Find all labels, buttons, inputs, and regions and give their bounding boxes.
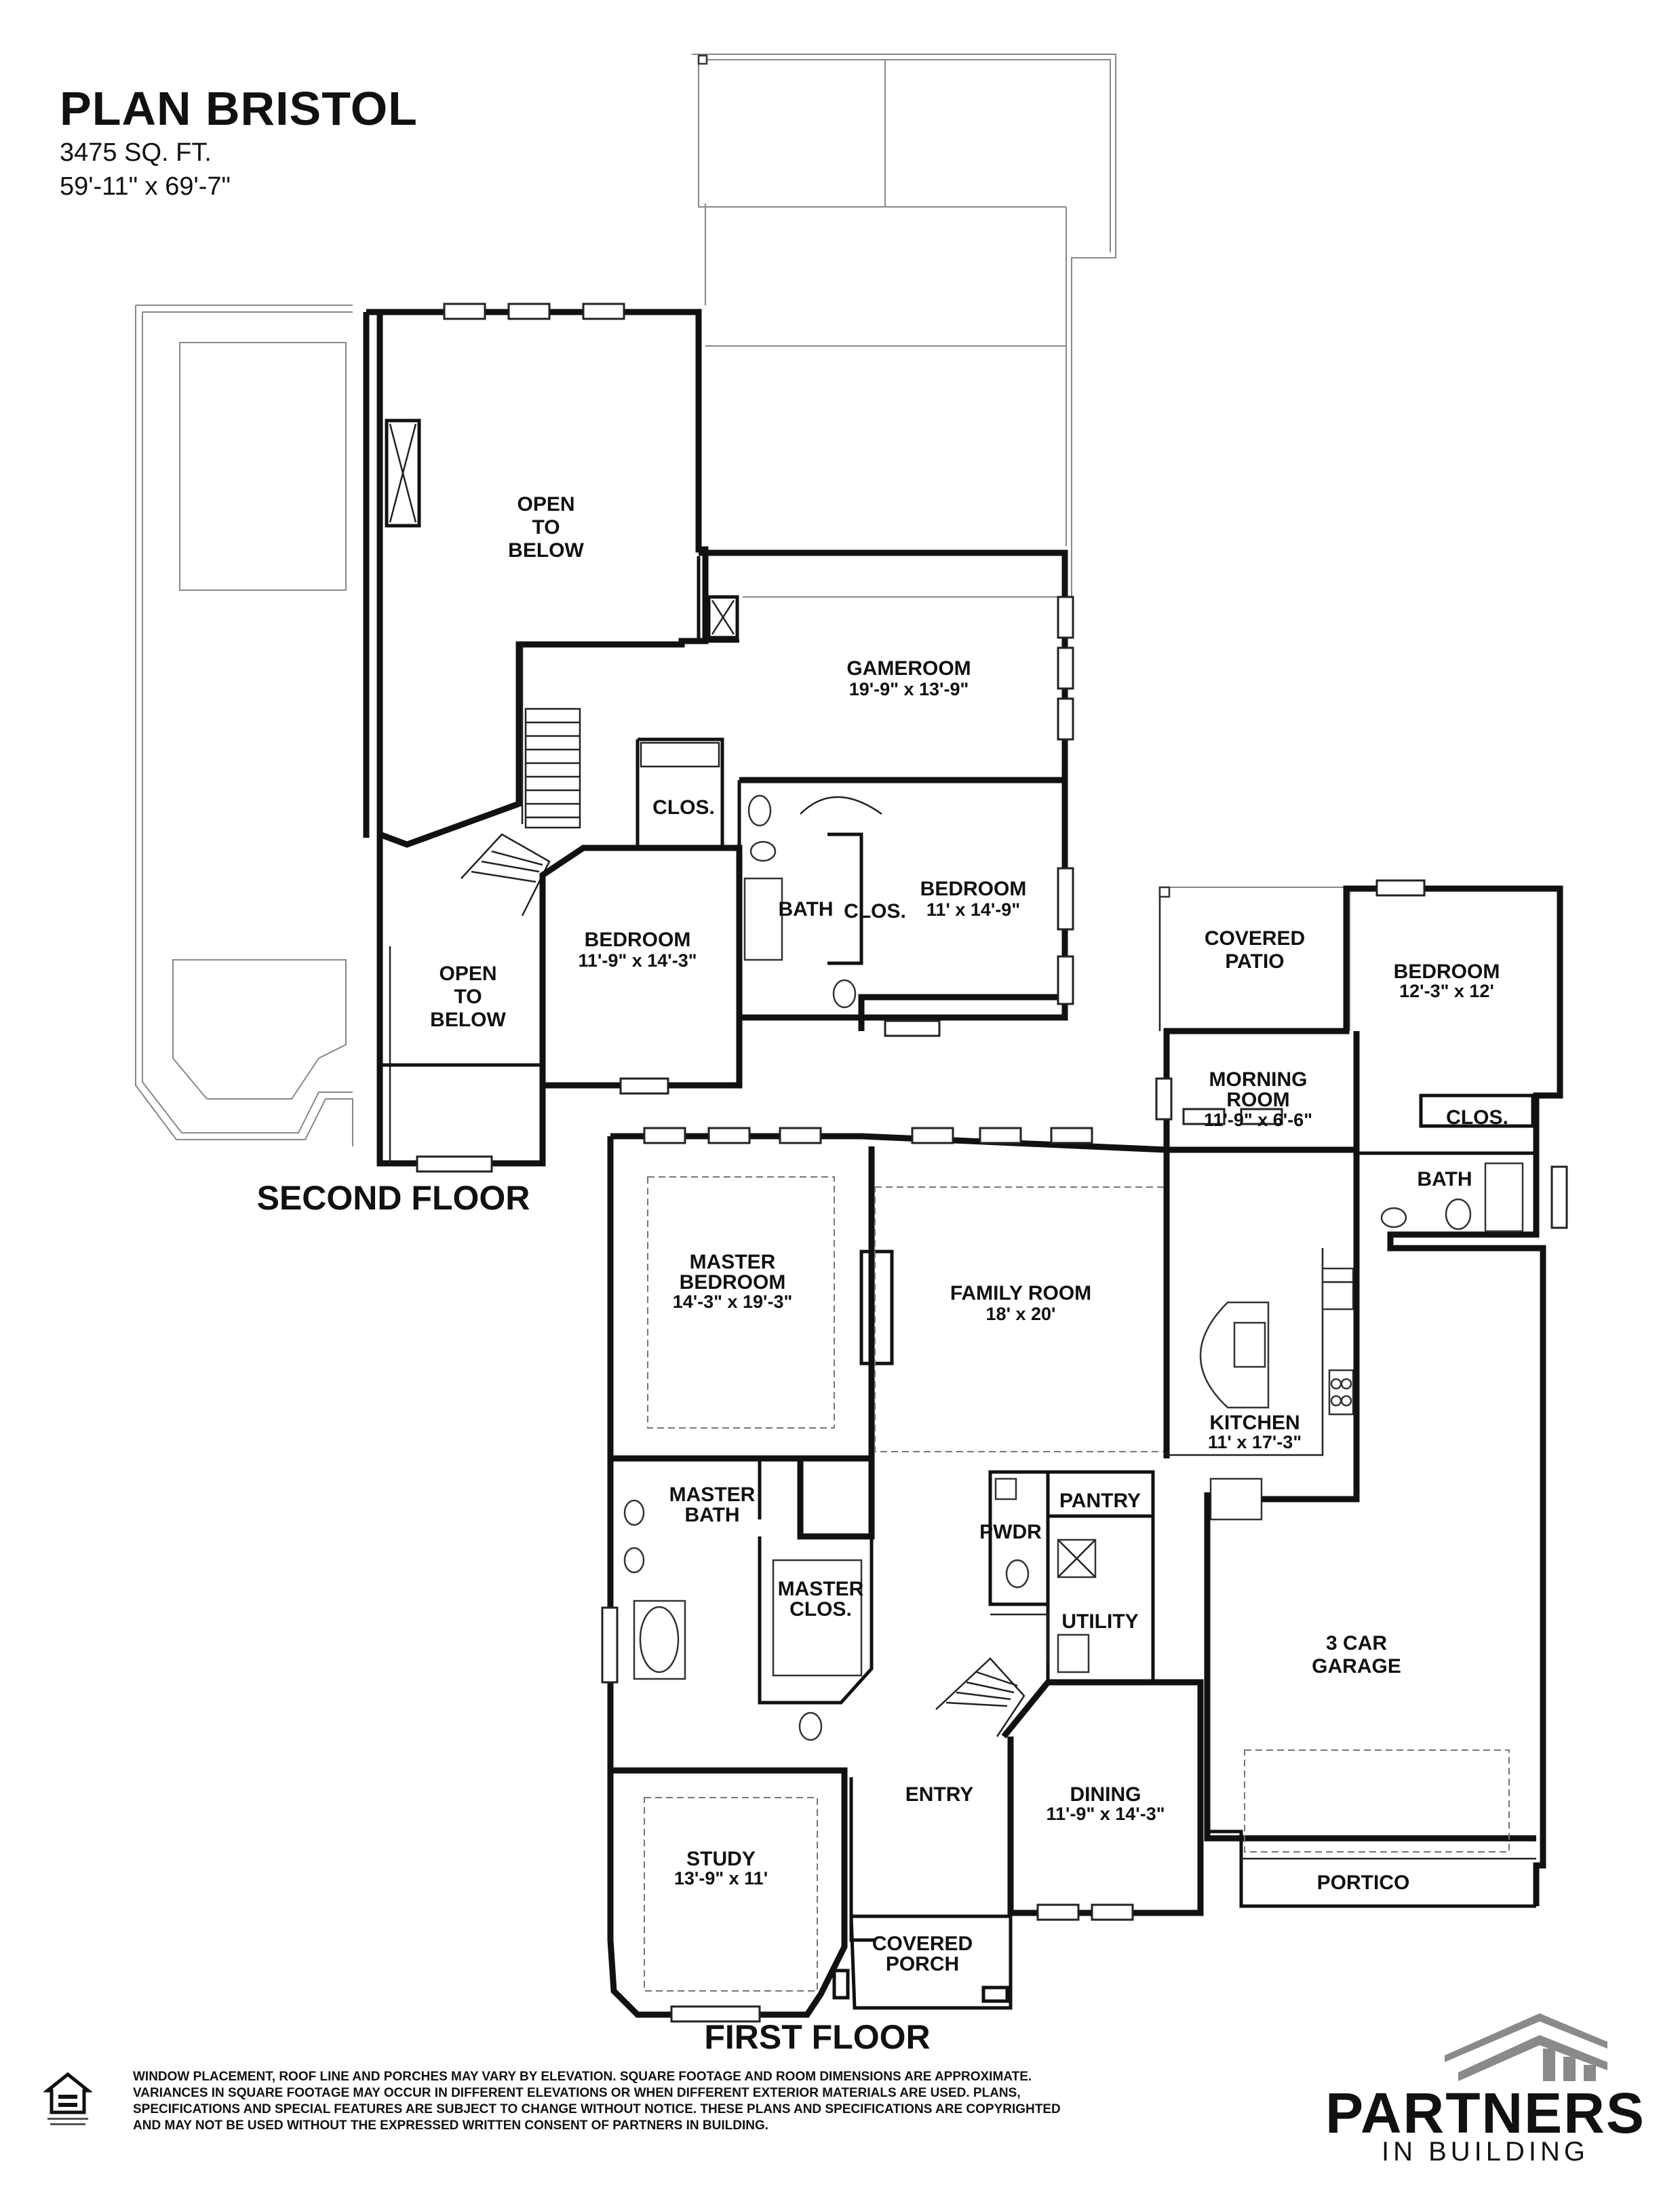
plan-header: PLAN BRISTOL 3475 SQ. FT. 59'-11" x 69'-… bbox=[60, 81, 418, 204]
partners-wordmark: PARTNERS bbox=[1325, 2081, 1645, 2145]
bath-second: BATH bbox=[778, 898, 833, 921]
bedroom-left-size: 11'-9" x 14'-3" bbox=[578, 950, 697, 971]
master-bath-line2: BATH bbox=[684, 1504, 739, 1526]
open-to-below-bottom-line3: BELOW bbox=[430, 1009, 506, 1031]
open-to-below-top-line3: BELOW bbox=[508, 539, 584, 562]
garage-line2: GARAGE bbox=[1312, 1655, 1401, 1678]
clos-first: CLOS. bbox=[1446, 1106, 1508, 1129]
partners-roof-logo-icon bbox=[1445, 2013, 1607, 2081]
covered-patio-line1: COVERED bbox=[1205, 927, 1305, 950]
study-name: STUDY bbox=[686, 1848, 756, 1870]
pwdr-label: PWDR bbox=[979, 1521, 1042, 1543]
family-room-name: FAMILY ROOM bbox=[950, 1282, 1091, 1304]
clos-right: CLOS. bbox=[844, 900, 906, 923]
master-clos-line1: MASTER bbox=[778, 1578, 864, 1600]
equal-housing-icon bbox=[42, 2069, 94, 2130]
open-to-below-bottom-line1: OPEN bbox=[439, 963, 496, 985]
disclaimer-text: WINDOW PLACEMENT, ROOF LINE AND PORCHES … bbox=[133, 2069, 1286, 2134]
open-to-below-bottom-line2: TO bbox=[454, 986, 482, 1008]
disclaimer-line-1: WINDOW PLACEMENT, ROOF LINE AND PORCHES … bbox=[133, 2070, 1032, 2084]
first-floor-title: FIRST FLOOR bbox=[704, 2018, 930, 2056]
disclaimer-line-3: SPECIFICATIONS AND SPECIAL FEATURES ARE … bbox=[133, 2102, 1061, 2116]
gameroom-name: GAMEROOM bbox=[846, 657, 971, 680]
bath-first: BATH bbox=[1417, 1168, 1472, 1190]
utility-label: UTILITY bbox=[1061, 1610, 1138, 1633]
open-to-below-top-line1: OPEN bbox=[517, 493, 574, 516]
clos-left: CLOS. bbox=[652, 796, 715, 819]
kitchen-size: 11' x 17'-3" bbox=[1208, 1432, 1302, 1452]
morning-room-line1: MORNING bbox=[1209, 1068, 1308, 1091]
master-bath-line1: MASTER bbox=[669, 1484, 756, 1506]
disclaimer-line-4: AND MAY NOT BE USED WITHOUT THE EXPRESSE… bbox=[133, 2118, 769, 2133]
open-to-below-top-line2: TO bbox=[532, 516, 560, 539]
master-bedroom-line2: BEDROOM bbox=[680, 1271, 786, 1294]
bedroom-right-size: 11' x 14'-9" bbox=[926, 899, 1020, 920]
dining-size: 11'-9" x 14'-3" bbox=[1046, 1804, 1165, 1824]
first-floor-labels: COVERED PATIO BEDROOM 12'-3" x 12' MORNI… bbox=[669, 927, 1508, 2056]
partners-logo: PARTNERS IN BUILDING bbox=[1323, 2008, 1648, 2167]
second-floor-plan bbox=[135, 54, 1116, 1173]
gameroom-size: 19'-9" x 13'-9" bbox=[849, 679, 969, 699]
pantry-label: PANTRY bbox=[1059, 1490, 1141, 1512]
morning-room-line2: ROOM bbox=[1226, 1089, 1289, 1111]
master-clos-line2: CLOS. bbox=[789, 1598, 852, 1621]
covered-porch-line2: PORCH bbox=[886, 1953, 959, 1975]
first-floor-plan bbox=[601, 879, 1568, 2023]
disclaimer-line-2: VARIANCES IN SQUARE FOOTAGE MAY OCCUR IN… bbox=[133, 2086, 1021, 2100]
overall-dimensions: 59'-11" x 69'-7" bbox=[60, 172, 231, 201]
bedroom-left-name: BEDROOM bbox=[585, 929, 691, 951]
bedroom-first-name: BEDROOM bbox=[1394, 961, 1500, 983]
plan-title: PLAN BRISTOL bbox=[60, 82, 418, 135]
dining-name: DINING bbox=[1070, 1783, 1141, 1806]
morning-room-size: 11'-9" x 6'-6" bbox=[1204, 1110, 1312, 1130]
covered-porch-line1: COVERED bbox=[872, 1933, 973, 1955]
kitchen-name: KITCHEN bbox=[1209, 1412, 1300, 1434]
second-floor-title: SECOND FLOOR bbox=[257, 1179, 530, 1217]
square-footage: 3475 SQ. FT. bbox=[60, 138, 212, 167]
second-floor-labels: OPEN TO BELOW GAMEROOM 19'-9" x 13'-9" C… bbox=[257, 493, 1027, 1217]
bedroom-right-name: BEDROOM bbox=[920, 878, 1027, 900]
entry-label: ENTRY bbox=[905, 1783, 974, 1806]
portico-label: PORTICO bbox=[1317, 1872, 1410, 1894]
covered-patio-line2: PATIO bbox=[1225, 950, 1284, 973]
bedroom-first-size: 12'-3" x 12' bbox=[1399, 981, 1494, 1001]
master-bedroom-line1: MASTER bbox=[690, 1251, 776, 1273]
garage-line1: 3 CAR bbox=[1326, 1632, 1387, 1654]
partners-tagline: IN BUILDING bbox=[1381, 2137, 1590, 2167]
family-room-size: 18' x 20' bbox=[986, 1304, 1056, 1324]
master-bedroom-size: 14'-3" x 19'-3" bbox=[673, 1292, 793, 1312]
study-size: 13'-9" x 11' bbox=[674, 1868, 768, 1888]
